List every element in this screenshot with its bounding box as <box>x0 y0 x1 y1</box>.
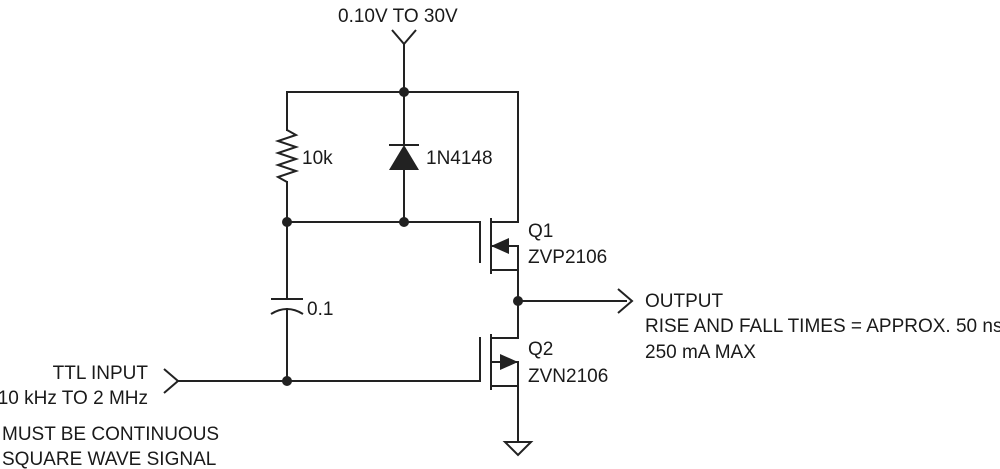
diode-part: 1N4148 <box>426 148 493 169</box>
output-note-rise-fall: RISE AND FALL TIMES = APPROX. 50 ns <box>645 316 1000 337</box>
output-label: OUTPUT <box>645 291 724 312</box>
q2-arrow-icon <box>500 354 518 370</box>
supply-terminal <box>391 29 417 93</box>
gate-node <box>282 217 481 263</box>
input-frequency: 10 kHz TO 2 MHz <box>0 388 148 409</box>
q1-arrow-icon <box>491 238 509 254</box>
resistor-value: 10k <box>302 148 333 169</box>
q1-pmos <box>479 218 519 274</box>
q1-ref: Q1 <box>528 221 553 242</box>
gate-junction-diode <box>399 217 409 227</box>
output-junction <box>513 296 523 306</box>
q2-ref: Q2 <box>528 339 553 360</box>
resistor-10k <box>274 91 300 223</box>
output-note-current: 250 mA MAX <box>645 342 756 363</box>
capacitor-0-1 <box>270 221 304 382</box>
input-junction <box>282 376 292 386</box>
capacitor-value: 0.1 <box>307 299 333 320</box>
input-note-continuous: MUST BE CONTINUOUS <box>2 424 219 445</box>
q2-nmos <box>479 334 519 390</box>
ground <box>502 385 534 457</box>
input-note-square-wave: SQUARE WAVE SIGNAL <box>2 449 216 469</box>
supply-label: 0.10V TO 30V <box>338 6 458 27</box>
diode-1n4148 <box>389 91 419 223</box>
input-label: TTL INPUT <box>53 363 149 384</box>
output-node <box>513 269 634 338</box>
ground-icon <box>502 441 534 457</box>
q1-part: ZVP2106 <box>528 247 607 268</box>
q2-part: ZVN2106 <box>528 366 608 387</box>
input-node <box>163 368 481 394</box>
